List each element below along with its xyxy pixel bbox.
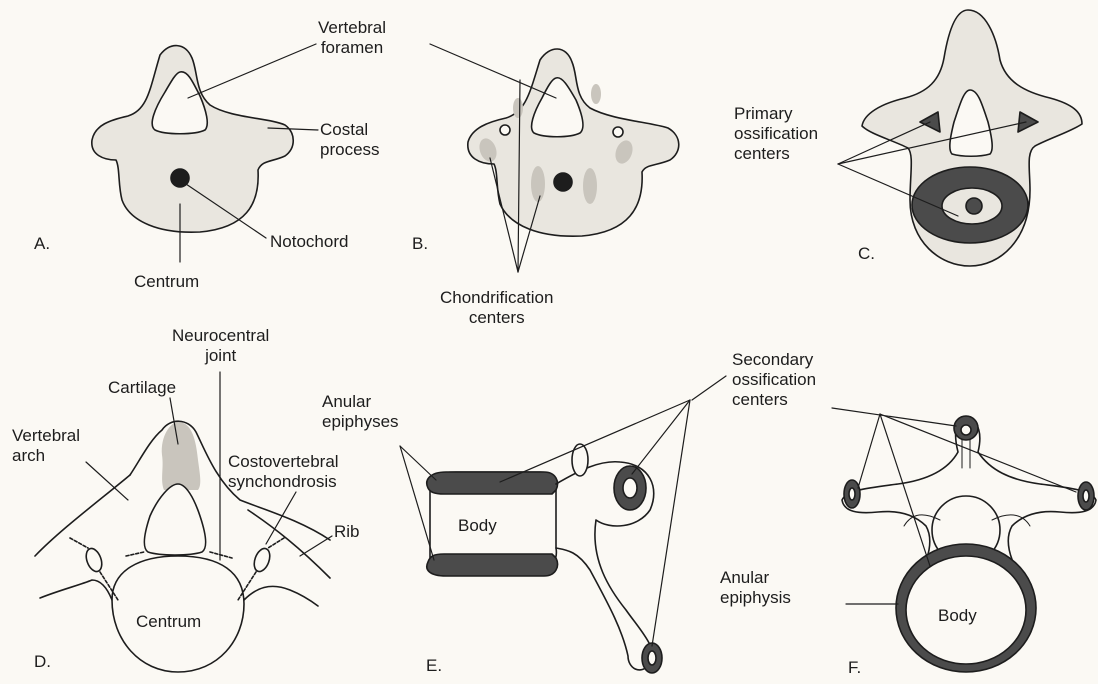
panel-e-secondary-ossification-transverse-inner — [623, 478, 637, 498]
panel-e-articular-process — [572, 444, 588, 476]
label-vertebral-arch: Vertebral arch — [12, 426, 80, 466]
label-vertebral-foramen: Vertebral foramen — [318, 18, 386, 58]
panel-b-small-foramen-right — [613, 127, 623, 137]
panel-letter-e: E. — [426, 656, 442, 676]
panel-b-small-foramen-left — [500, 125, 510, 135]
panel-d-lower-left — [40, 580, 112, 600]
panel-f-secondary-ossification-spinous-inner — [961, 425, 971, 435]
panel-letter-c: C. — [858, 244, 875, 264]
label-anular-epiphysis: Anular epiphysis — [720, 568, 791, 608]
panel-f-secondary-ossification-left-inner — [849, 488, 855, 500]
panel-b-notochord — [554, 173, 572, 191]
label-anular-epiphyses: Anular epiphyses — [322, 392, 399, 432]
label-chondrification-centers: Chondrification centers — [440, 288, 553, 328]
label-body-f: Body — [938, 606, 977, 626]
label-centrum-a: Centrum — [134, 272, 199, 292]
panel-c-notochord — [966, 198, 982, 214]
panel-f-vertebra — [842, 416, 1096, 672]
panel-b-outline — [468, 49, 679, 236]
label-primary-ossification-centers: Primary ossification centers — [734, 104, 818, 164]
panel-a-vertebra — [92, 46, 293, 233]
panel-letter-b: B. — [412, 234, 428, 254]
label-cartilage: Cartilage — [108, 378, 176, 398]
label-secondary-ossification-centers: Secondary ossification centers — [732, 350, 816, 410]
panel-e-lower-anular-epiphysis — [427, 554, 558, 576]
panel-e-secondary-ossification-spinous-inner — [648, 651, 656, 665]
panel-e-upper-anular-epiphysis — [427, 472, 558, 494]
panel-d-lower-right — [244, 586, 318, 606]
panel-b-vertebra — [468, 49, 679, 236]
panel-d-left-arch — [35, 475, 130, 556]
label-costal-process: Costal process — [320, 120, 380, 160]
label-centrum-d: Centrum — [136, 612, 201, 632]
label-neurocentral-joint: Neurocentral joint — [172, 326, 269, 366]
panel-a-outline — [92, 46, 293, 233]
panel-letter-d: D. — [34, 652, 51, 672]
label-notochord: Notochord — [270, 232, 348, 252]
panel-e-vertebra — [427, 444, 662, 673]
panel-letter-a: A. — [34, 234, 50, 254]
label-body-e: Body — [458, 516, 497, 536]
panel-d-vertebral-foramen — [144, 484, 205, 555]
panel-f-secondary-ossification-right-inner — [1083, 490, 1089, 502]
label-costovertebral-synchondrosis: Costovertebral synchondrosis — [228, 452, 339, 492]
label-rib: Rib — [334, 522, 360, 542]
panel-d-right-rib-head — [251, 546, 272, 573]
panel-d-cartilage — [162, 422, 201, 490]
panel-letter-f: F. — [848, 658, 861, 678]
panel-d-left-rib-head — [83, 546, 104, 573]
